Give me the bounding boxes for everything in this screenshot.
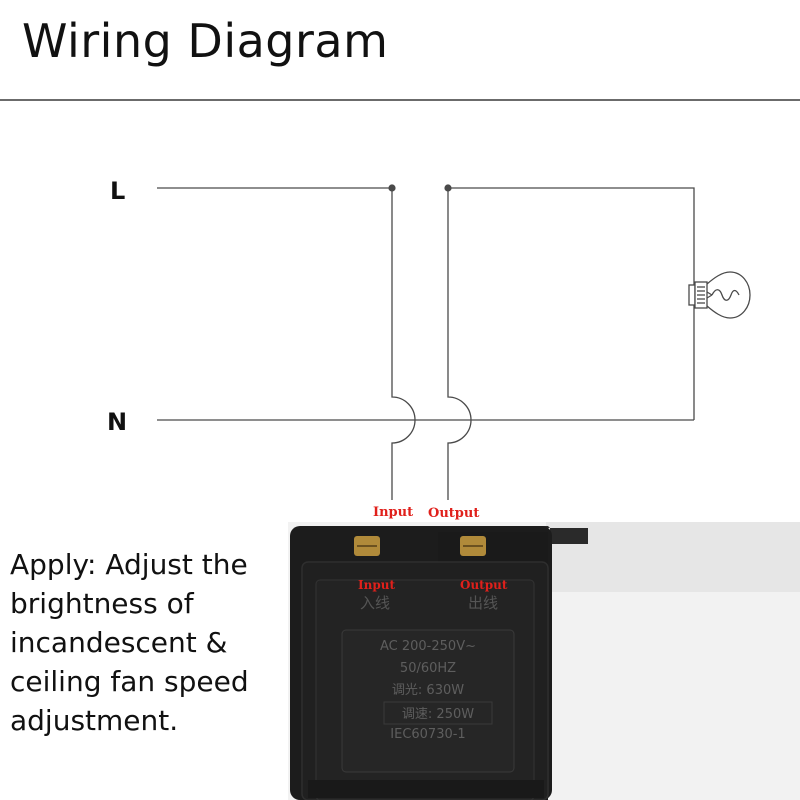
lamp-wire [448,187,695,420]
input-wire [391,188,416,500]
input-label: Input [373,505,413,520]
spec-speed-box [383,701,493,725]
line-label: L [110,177,125,205]
neutral-label: N [107,408,127,436]
application-description: Apply: Adjust the brightness of incandes… [10,548,249,737]
spec-frequency: 50/60HZ [400,661,456,676]
page-title: Wiring Diagram [22,14,389,68]
title-divider [0,99,800,101]
output-wire [447,188,472,500]
photo-background-shade [546,522,800,592]
spec-voltage: AC 200-250V~ [380,639,476,654]
device-output-tag: Output [460,578,508,592]
output-label: Output [428,506,479,521]
spec-dimming-power: 调光: 630W [392,683,464,698]
spec-speed-power: 调速: 250W [402,707,474,722]
dimmer-device-photo: Input Output 入线 出线 AC 200-250V~ 50/60HZ … [288,522,800,800]
device-input-tag: Input [358,578,395,592]
device-bottom-edge [308,780,544,798]
lamp-icon [688,271,751,319]
output-junction-dot [444,184,452,192]
spec-panel [341,629,515,773]
device-input-cn: 入线 [360,594,390,612]
device-output-cn: 出线 [468,594,498,612]
input-junction-dot [388,184,396,192]
spec-standard: IEC60730-1 [390,727,465,742]
